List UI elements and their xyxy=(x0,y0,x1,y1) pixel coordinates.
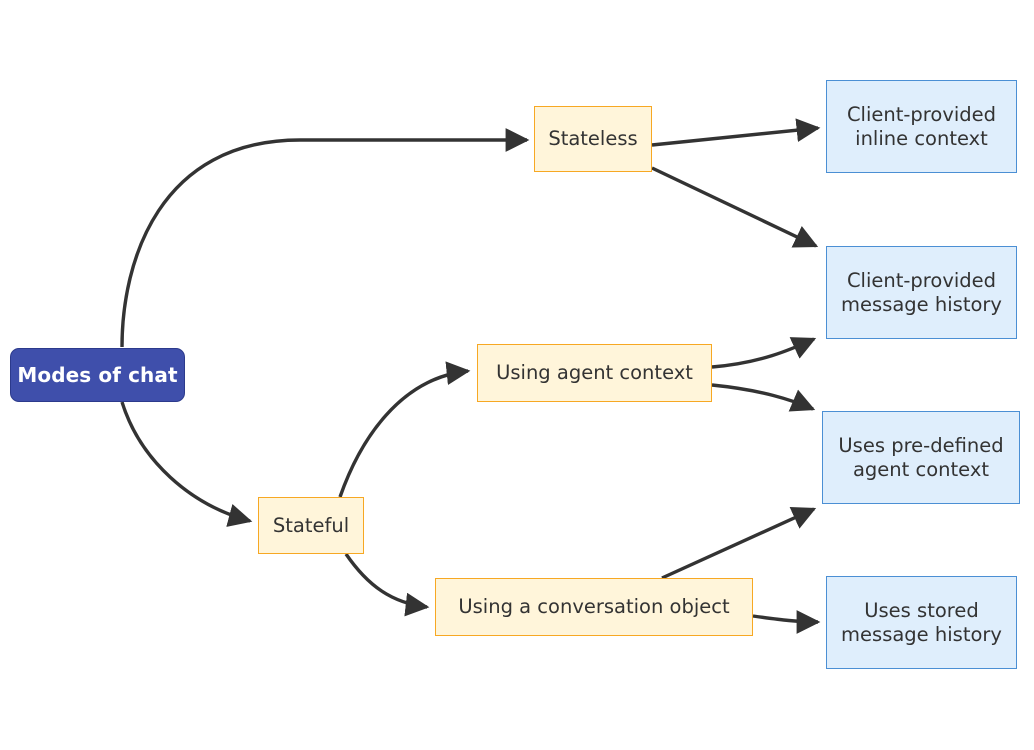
edge-modes-of-chat-to-stateful xyxy=(120,401,253,527)
edge-using-agent-context-to-uses-pre-defined-agent-context xyxy=(711,383,816,412)
node-label: Stateful xyxy=(272,513,350,537)
edge-using-a-conversation-object-to-uses-stored-message-history xyxy=(752,610,821,634)
edge-stateful-to-using-agent-context xyxy=(338,361,471,498)
node-label: Using agent context xyxy=(496,361,693,385)
node-uses-stored-message-history[interactable]: Uses stored message history xyxy=(826,576,1017,669)
node-client-provided-message-history[interactable]: Client-provided message history xyxy=(826,246,1017,339)
edge-stateless-to-client-provided-message-history xyxy=(651,166,819,248)
edge-using-agent-context-to-client-provided-message-history xyxy=(711,337,817,369)
node-using-agent-context[interactable]: Using agent context xyxy=(477,344,712,402)
node-label: Modes of chat xyxy=(17,362,178,387)
node-modes-of-chat[interactable]: Modes of chat xyxy=(10,348,185,402)
node-uses-pre-defined-agent-context[interactable]: Uses pre-defined agent context xyxy=(822,411,1020,504)
edge-stateful-to-using-a-conversation-object xyxy=(344,553,430,617)
node-label: Stateless xyxy=(548,127,638,151)
node-stateless[interactable]: Stateless xyxy=(534,106,652,172)
node-label: Client-provided message history xyxy=(841,268,1002,316)
edge-using-a-conversation-object-to-uses-pre-defined-agent-context xyxy=(661,507,817,580)
node-stateful[interactable]: Stateful xyxy=(258,497,364,554)
node-label: Uses stored message history xyxy=(841,598,1002,646)
edge-stateless-to-client-provided-inline-context xyxy=(651,118,821,147)
node-label: Uses pre-defined agent context xyxy=(838,433,1004,481)
edge-modes-of-chat-to-stateless xyxy=(120,128,530,348)
node-label: Using a conversation object xyxy=(458,595,730,619)
node-label: Client-provided inline context xyxy=(846,102,997,150)
node-using-a-conversation-object[interactable]: Using a conversation object xyxy=(435,578,753,636)
node-client-provided-inline-context[interactable]: Client-provided inline context xyxy=(826,80,1017,173)
